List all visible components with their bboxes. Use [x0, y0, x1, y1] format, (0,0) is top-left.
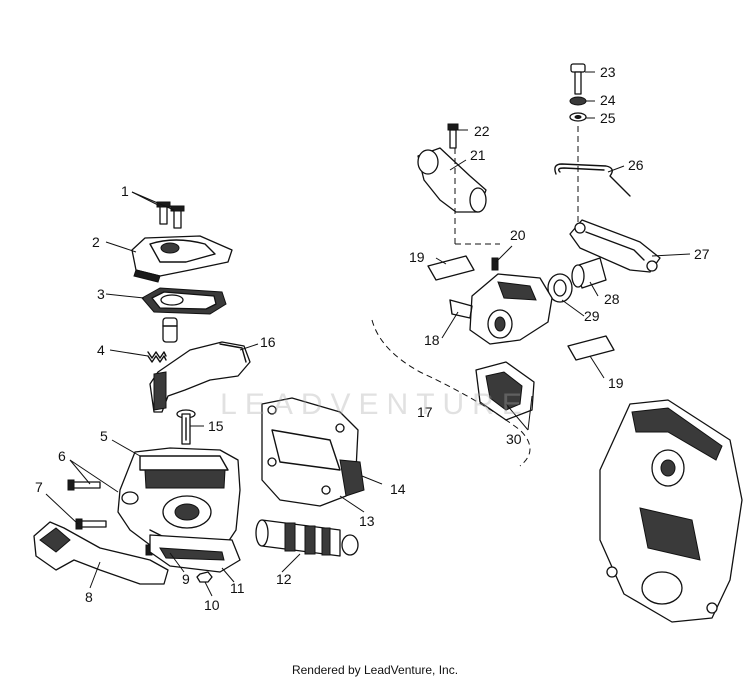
part-15-pin[interactable]	[176, 409, 196, 445]
part-5-housing[interactable]	[117, 447, 241, 549]
callout-19-right: 19	[608, 375, 624, 391]
callout-15: 15	[208, 418, 224, 434]
callout-17: 17	[417, 404, 433, 420]
part-2-top-cover[interactable]	[131, 235, 233, 283]
callout-14: 14	[390, 481, 406, 497]
callout-4: 4	[97, 342, 105, 358]
callout-7: 7	[35, 479, 43, 495]
part-22-screw[interactable]	[447, 123, 459, 149]
part-10-nut[interactable]	[196, 571, 213, 583]
callout-8: 8	[85, 589, 93, 605]
part-16-throttle-lever[interactable]	[149, 341, 251, 413]
part-1-screws[interactable]	[156, 201, 185, 229]
callout-13: 13	[359, 513, 375, 529]
callout-12: 12	[276, 571, 292, 587]
callout-19-left: 19	[409, 249, 425, 265]
part-3-gasket[interactable]	[141, 287, 227, 315]
part-24-washer[interactable]	[569, 96, 587, 106]
part-7-screw[interactable]	[75, 518, 107, 530]
part-27-bracket[interactable]	[569, 219, 661, 273]
part-18-body[interactable]	[449, 273, 553, 345]
callout-18: 18	[424, 332, 440, 348]
part-26-clip[interactable]	[554, 163, 631, 197]
part-12-grip-tube[interactable]	[255, 519, 359, 557]
callout-10: 10	[204, 597, 220, 613]
callout-9: 9	[182, 571, 190, 587]
callout-2: 2	[92, 234, 100, 250]
footer-credit: Rendered by LeadVenture, Inc.	[291, 663, 459, 677]
part-11-clamp[interactable]	[149, 534, 241, 573]
callout-labels: 1 2 3 4 5 6 7 8 9 10 11 12 13 14 15 16 1…	[35, 64, 710, 613]
callout-26: 26	[628, 157, 644, 173]
part-8-brake-lever[interactable]	[33, 521, 169, 585]
leader-lines	[45, 71, 691, 597]
callout-24: 24	[600, 92, 616, 108]
part-25-washer[interactable]	[569, 112, 587, 122]
callout-11: 11	[230, 580, 245, 596]
callout-22: 22	[474, 123, 490, 139]
callout-6: 6	[58, 448, 66, 464]
callout-25: 25	[600, 110, 616, 126]
part-6-screw[interactable]	[67, 479, 101, 491]
part-14-cover-edge[interactable]	[339, 459, 365, 497]
part-20-set-screw[interactable]	[491, 257, 499, 271]
callout-1: 1	[121, 183, 129, 199]
callout-29: 29	[584, 308, 600, 324]
callout-23: 23	[600, 64, 616, 80]
part-29-ring[interactable]	[547, 273, 573, 303]
part-17-outline	[371, 319, 531, 467]
part-19-seal-left[interactable]	[427, 255, 475, 281]
callout-5: 5	[100, 428, 108, 444]
callout-30: 30	[506, 431, 522, 447]
part-23-bolt[interactable]	[570, 63, 586, 95]
part-30-pads[interactable]	[475, 361, 535, 421]
callout-27: 27	[694, 246, 710, 262]
callout-20: 20	[510, 227, 526, 243]
callout-3: 3	[97, 286, 105, 302]
part-28-sleeve[interactable]	[571, 257, 607, 289]
callout-21: 21	[470, 147, 486, 163]
callout-16: 16	[260, 334, 276, 350]
case-housing	[599, 399, 743, 623]
part-4-spring[interactable]	[147, 351, 167, 363]
part-19-seal-right[interactable]	[567, 335, 615, 361]
plunger	[162, 317, 178, 343]
callout-28: 28	[604, 291, 620, 307]
part-13-cover[interactable]	[261, 397, 359, 507]
part-21-fitting[interactable]	[417, 147, 487, 213]
